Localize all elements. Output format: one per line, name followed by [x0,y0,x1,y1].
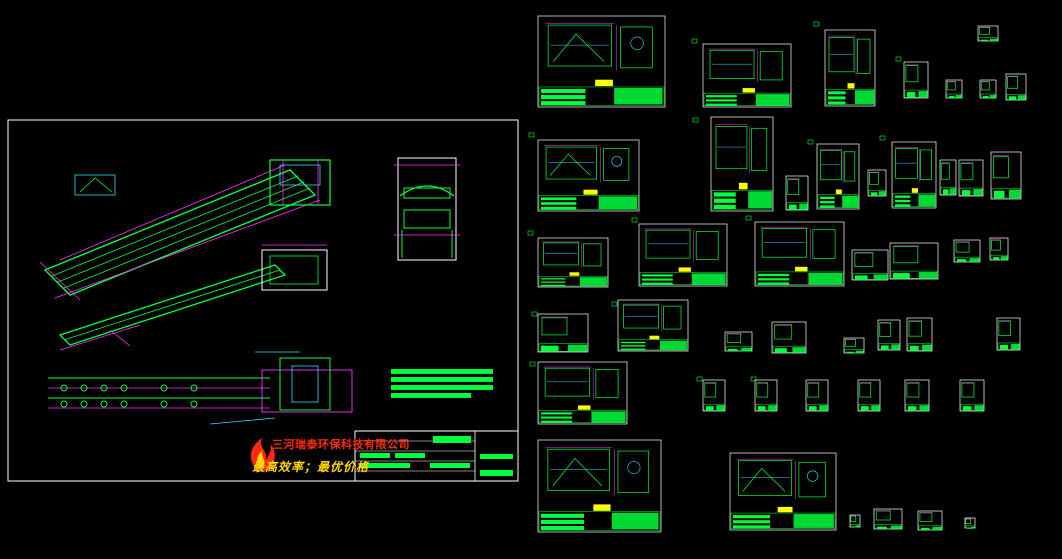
sheet-thumbnail[interactable] [979,79,997,99]
sheet-thumbnail[interactable] [702,379,726,412]
sheet-thumbnail[interactable] [857,379,881,412]
sheet-marker [527,230,534,236]
sheet-thumbnail[interactable] [824,29,876,107]
sheet-thumbnail[interactable] [638,223,728,287]
flame-logo-icon [250,438,275,472]
sheet-thumbnail[interactable] [891,141,937,209]
sheet-thumbnail[interactable] [537,237,609,288]
cross-section-view [394,157,460,261]
sheet-thumbnail[interactable] [710,116,774,212]
sheet-marker [631,217,638,223]
sheet-thumbnail[interactable] [537,439,662,533]
sheet-thumbnail[interactable] [904,379,930,412]
sheet-thumbnail[interactable] [989,237,1009,261]
sheet-thumbnails[interactable] [527,15,1027,533]
sheet-marker [745,215,752,221]
sheet-thumbnail[interactable] [805,379,829,412]
sheet-thumbnail[interactable] [754,379,778,412]
sheet-marker [692,117,699,123]
sheet-thumbnail[interactable] [537,313,589,353]
sheet-marker [696,376,703,382]
sheet-marker [895,56,902,62]
sheet-marker [750,376,757,382]
sheet-marker [529,361,536,367]
sheet-thumbnail[interactable] [537,361,628,425]
sheet-thumbnail[interactable] [785,175,809,211]
sheet-thumbnail[interactable] [849,514,861,528]
inclined-conveyor-upper [39,159,331,301]
sheet-thumbnail[interactable] [867,169,887,197]
technical-notes-block [391,369,493,398]
inclined-conveyor-lower [58,244,328,351]
sheet-thumbnail[interactable] [953,239,981,263]
sheet-thumbnail[interactable] [877,319,901,351]
sheet-marker [611,301,618,307]
sheet-thumbnail[interactable] [724,331,753,352]
sheet-thumbnail[interactable] [917,510,943,531]
sheet-thumbnail[interactable] [537,15,666,108]
sheet-marker [813,21,820,27]
sheet-thumbnail[interactable] [816,143,860,210]
sheet-thumbnail[interactable] [964,517,976,529]
plan-view [48,351,353,425]
sheet-thumbnail[interactable] [754,221,845,287]
sheet-thumbnail[interactable] [959,379,985,412]
sheet-thumbnail[interactable] [945,79,963,99]
sheet-thumbnail[interactable] [617,299,689,352]
sheet-thumbnail[interactable] [537,139,640,212]
sheet-thumbnail[interactable] [702,43,792,108]
sheet-thumbnail[interactable] [958,159,984,197]
sheet-thumbnail[interactable] [990,151,1022,200]
sheet-thumbnail[interactable] [977,25,999,42]
sheet-thumbnail[interactable] [1005,73,1027,101]
sheet-thumbnail[interactable] [939,159,957,196]
sheet-thumbnail[interactable] [906,317,933,352]
sheet-thumbnail[interactable] [843,337,865,354]
sheet-thumbnail[interactable] [729,452,837,531]
sheet-thumbnail[interactable] [851,249,889,281]
title-block [354,430,519,482]
sheet-thumbnail[interactable] [889,242,939,280]
sheet-thumbnail[interactable] [903,61,929,99]
sheet-marker [531,311,538,317]
sheet-marker [528,132,535,138]
main-drawing-sheet[interactable] [7,119,519,482]
sheet-marker [691,38,698,44]
sheet-thumbnail[interactable] [771,321,807,354]
company-name-stamp: 三河瑞泰环保科技有限公司 [272,438,410,451]
sheet-thumbnail[interactable] [996,317,1021,351]
company-slogan-stamp: 最高效率；最优价格 [252,460,370,474]
sheet-marker [879,135,886,141]
sheet-marker [807,139,814,145]
sheet-thumbnail[interactable] [873,508,903,530]
